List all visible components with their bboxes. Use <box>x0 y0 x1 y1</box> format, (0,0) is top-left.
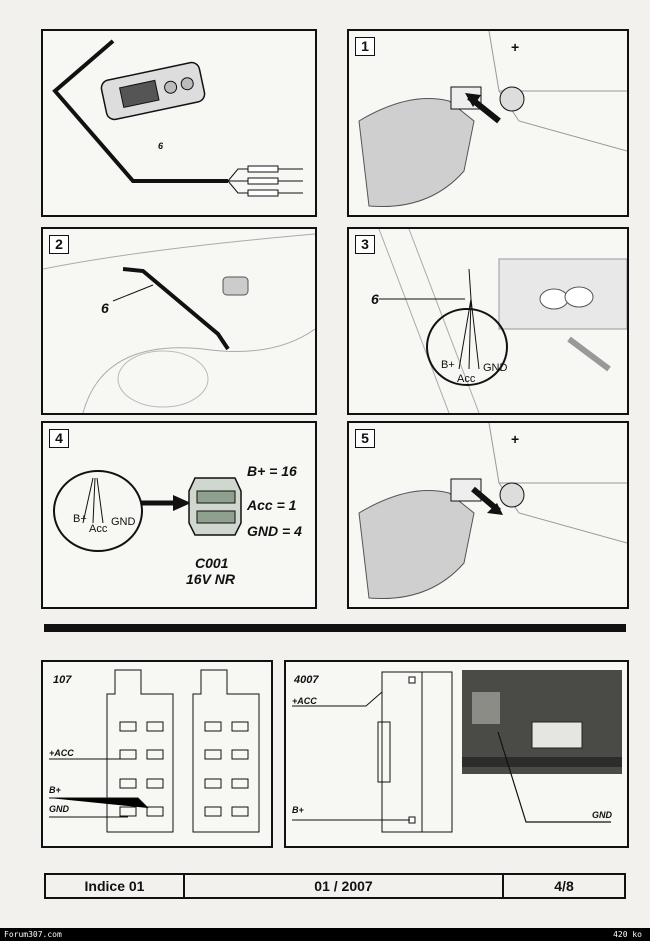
watermark-site: Forum307.com <box>4 930 62 939</box>
wire-label: 6 <box>371 291 379 307</box>
obd-connector-drawing <box>53 470 242 552</box>
footer-index: Indice 01 <box>46 875 185 897</box>
acc-label: +ACC <box>292 696 317 706</box>
connector-title: 107 <box>53 674 72 686</box>
plus-symbol: + <box>511 39 520 55</box>
watermark-size: 420 ko <box>613 930 642 939</box>
connector-title: 4007 <box>294 674 319 686</box>
footer-page: 4/8 <box>554 878 574 894</box>
pin-acc: Acc = 1 <box>247 497 297 513</box>
step-5-panel: 5 + <box>347 421 629 609</box>
gnd-label: GND <box>483 362 508 374</box>
footer-bar: Indice 01 01 / 2007 4/8 <box>44 873 626 899</box>
connector-4007-panel: 4007 +ACC B+ GND <box>284 660 629 848</box>
acc-label: Acc <box>89 523 108 535</box>
hand-disconnect-drawing <box>358 423 627 600</box>
step-3-panel: 3 6 B+ Acc GND <box>347 227 629 415</box>
connector-code: C001 <box>195 555 229 571</box>
pedal-area-drawing <box>378 229 627 413</box>
plus-symbol: + <box>511 431 520 447</box>
section-divider <box>44 624 626 632</box>
step-number: 5 <box>355 429 375 448</box>
device-cable-drawing <box>52 39 303 197</box>
wire-label: 6 <box>101 300 109 316</box>
wire-label: 6 <box>158 141 164 151</box>
step-number: 2 <box>49 235 69 254</box>
connector-107-panel: 107 +ACC B+ GND <box>41 660 273 848</box>
step-number: 3 <box>355 235 375 254</box>
dashboard-routing-drawing <box>43 233 315 413</box>
step-number: 4 <box>49 429 69 448</box>
bplus-label: B+ <box>441 359 455 371</box>
pin-bplus: B+ = 16 <box>247 463 297 479</box>
step-number: 1 <box>355 37 375 56</box>
step-1-panel: 1 + <box>347 29 629 217</box>
watermark-bar: Forum307.com 420 ko <box>0 928 650 941</box>
connector-4007-drawing <box>292 670 622 833</box>
step-4-panel: 4 B+ Acc GND B+ = 16 Acc = 1 GND = 4 C00… <box>41 421 317 609</box>
connector-desc: 16V NR <box>186 571 236 587</box>
bplus-label: B+ <box>292 805 304 815</box>
footer-date: 01 / 2007 <box>185 875 504 897</box>
bplus-label: B+ <box>49 785 61 795</box>
pin-gnd: GND = 4 <box>247 523 302 539</box>
gnd-label: GND <box>592 810 612 820</box>
gnd-label: GND <box>111 516 136 528</box>
step-2-panel: 2 6 <box>41 227 317 415</box>
hand-connector-drawing <box>358 31 627 208</box>
illustration-device-cable: 6 <box>41 29 317 217</box>
bplus-label: B+ <box>73 513 87 525</box>
connector-107-drawing <box>49 669 260 833</box>
acc-label: Acc <box>457 373 476 385</box>
gnd-label: GND <box>49 804 69 814</box>
acc-label: +ACC <box>49 748 74 758</box>
